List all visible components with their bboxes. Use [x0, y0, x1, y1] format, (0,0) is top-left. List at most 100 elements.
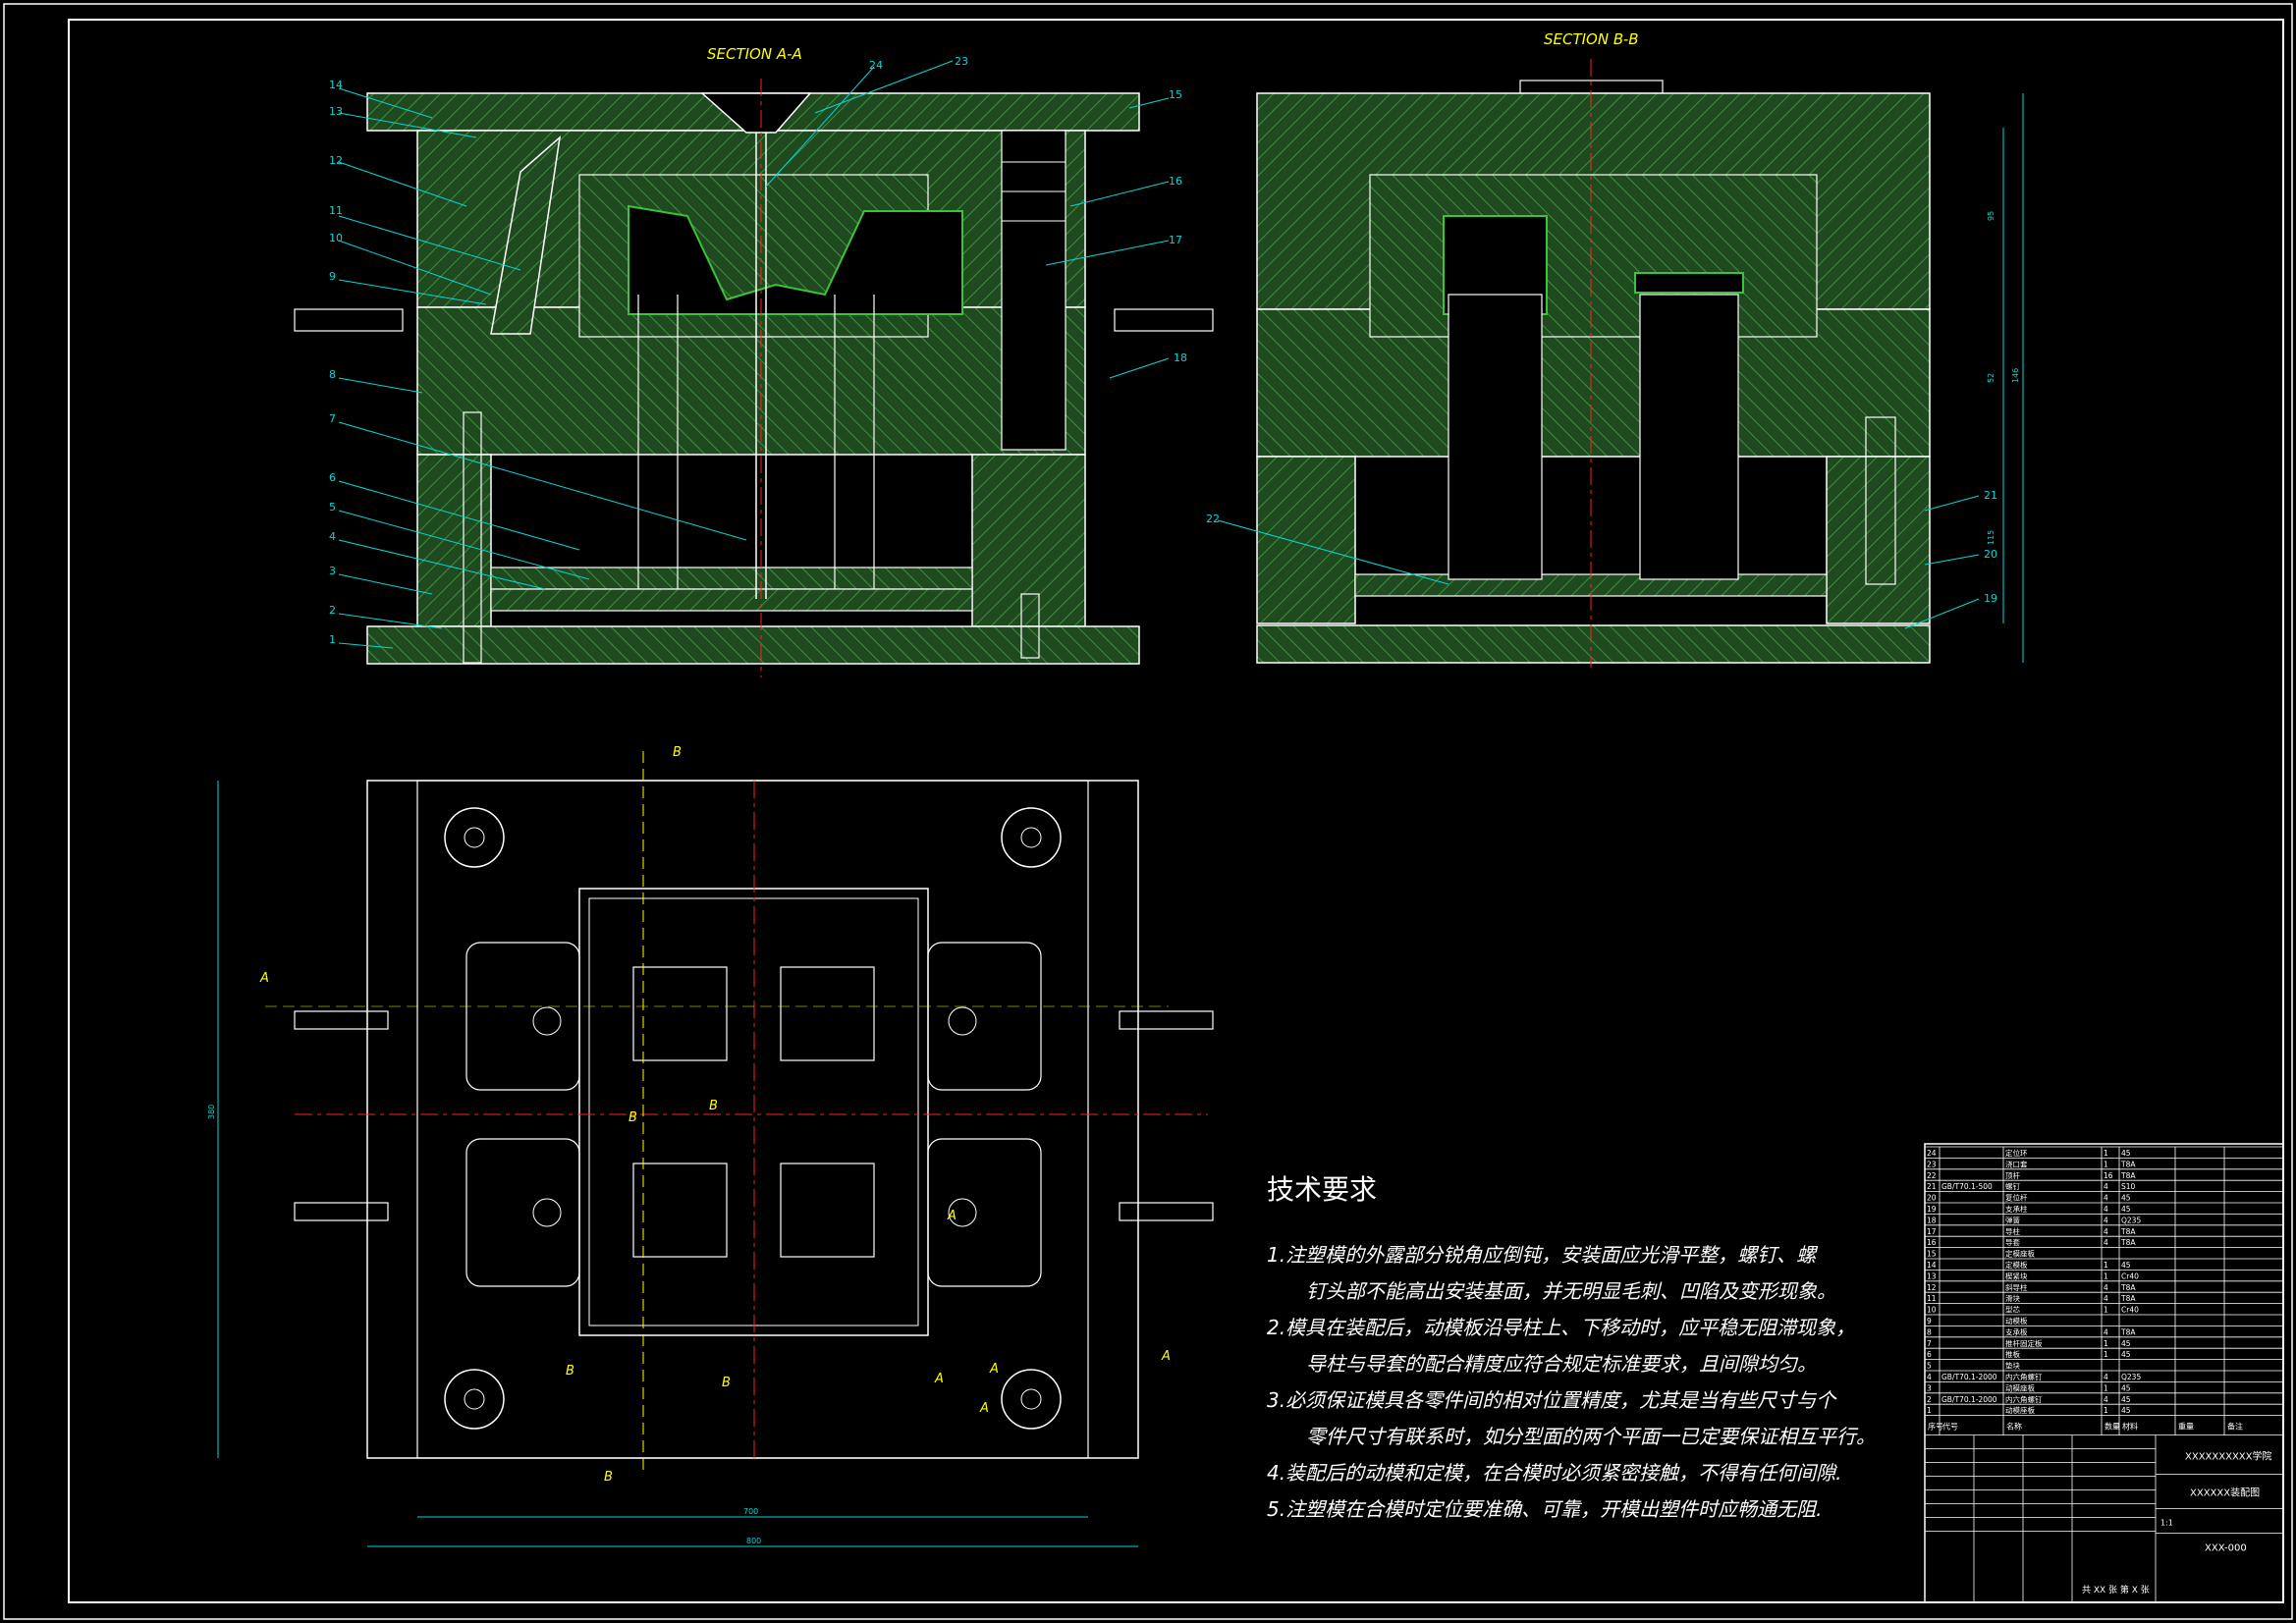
- bom-mat: 45: [2121, 1149, 2131, 1158]
- dim-115: 115: [1987, 530, 1995, 545]
- marker-b-4: B: [566, 1364, 574, 1379]
- bom-no: 8: [1927, 1327, 1932, 1336]
- inner-border: [68, 19, 2284, 1603]
- technical-requirements: 技术要求 1.注塑模的外露部分锐角应倒钝，安装面应光滑平整，螺钉、螺钉头部不能高…: [1267, 1168, 1876, 1528]
- callout-4: 4: [329, 530, 336, 543]
- section-b-callouts: 22 21 20 19 95 52 146 115: [1206, 211, 2020, 605]
- section-a-view: SECTION A-A: [294, 45, 1214, 677]
- bom-mat: 45: [2121, 1383, 2131, 1392]
- bom-name: 定位环: [2005, 1148, 2028, 1158]
- bom-mat: Q235: [2121, 1373, 2141, 1381]
- callout-23: 23: [955, 55, 968, 68]
- bom-qty: 1: [2104, 1271, 2108, 1280]
- note-line: 2.模具在装配后，动模板沿导柱上、下移动时，应平稳无阻滞现象，: [1267, 1316, 1856, 1339]
- bom-mat: T8A: [2120, 1294, 2136, 1303]
- bom-qty: 4: [2104, 1182, 2108, 1191]
- marker-a-2: A: [947, 1209, 957, 1223]
- plan-view: [217, 751, 1214, 1547]
- bom-qty: 1: [2104, 1261, 2108, 1270]
- bom-mat: 45: [2121, 1194, 2131, 1203]
- dim-146: 146: [2011, 368, 2020, 383]
- bom-qty: 16: [2104, 1171, 2113, 1180]
- bom-no: 23: [1927, 1160, 1937, 1168]
- bom-qty: 1: [2104, 1149, 2108, 1158]
- bom-qty: 1: [2104, 1406, 2108, 1415]
- callout-9: 9: [329, 270, 336, 283]
- title-school: XXXXXXXXXX学院: [2185, 1450, 2272, 1463]
- bom-mat: T8A: [2120, 1160, 2136, 1168]
- bom-mat: 45: [2121, 1406, 2131, 1415]
- note-line: 导柱与导套的配合精度应符合规定标准要求，且间隙均匀。: [1306, 1352, 1817, 1376]
- bom-name: 动模座板: [2005, 1382, 2035, 1392]
- bom-no: 6: [1927, 1350, 1932, 1359]
- plan-markers: A A B B B B B B A A A A: [259, 745, 1171, 1485]
- bom-name: 导柱: [2005, 1226, 2021, 1236]
- bom-name: 支承柱: [2005, 1204, 2028, 1214]
- bom-mat: 45: [2121, 1350, 2131, 1359]
- callout-18: 18: [1174, 352, 1187, 364]
- bom-no: 17: [1927, 1227, 1937, 1236]
- callout-20: 20: [1984, 548, 1997, 561]
- bom-no: 18: [1927, 1216, 1937, 1224]
- bom-mat: T8A: [2120, 1283, 2136, 1292]
- bom-no: 20: [1927, 1194, 1937, 1203]
- note-line: 3.必须保证模具各零件间的相对位置精度，尤其是当有些尺寸与个: [1267, 1388, 1836, 1412]
- note-line: 1.注塑模的外露部分锐角应倒钝，安装面应光滑平整，螺钉、螺: [1267, 1243, 1817, 1267]
- callout-14: 14: [329, 79, 343, 91]
- bom-no: 15: [1927, 1250, 1937, 1259]
- bom-name: 推板: [2005, 1349, 2021, 1359]
- bom-name: 动模板: [2005, 1316, 2028, 1325]
- bom-qty: 1: [2104, 1383, 2108, 1392]
- callout-2: 2: [329, 604, 336, 617]
- bom-mat: 45: [2121, 1339, 2131, 1348]
- callout-11: 11: [329, 204, 343, 217]
- title-sheet: 共 XX 张 第 X 张: [2082, 1584, 2150, 1596]
- bom-no: 3: [1927, 1383, 1932, 1392]
- callout-7: 7: [329, 412, 336, 425]
- bom-name: 顶杆: [2005, 1170, 2021, 1180]
- callout-15: 15: [1169, 88, 1182, 101]
- bom-qty: 1: [2104, 1339, 2108, 1348]
- dim-52: 52: [1987, 373, 1995, 383]
- bom-code: GB/T70.1-2000: [1941, 1373, 1997, 1381]
- marker-b-3: B: [709, 1099, 718, 1113]
- bom-mat: 45: [2121, 1261, 2131, 1270]
- marker-b-5: B: [722, 1376, 731, 1390]
- bom-qty: 4: [2104, 1205, 2108, 1214]
- bom-name: 内六角螺钉: [2005, 1372, 2043, 1381]
- callout-12: 12: [329, 154, 343, 167]
- callout-22: 22: [1206, 513, 1220, 525]
- bom-no: 4: [1927, 1373, 1932, 1381]
- callout-8: 8: [329, 368, 336, 381]
- bom-name: 垫块: [2005, 1361, 2021, 1371]
- bom-header-cell: 数量: [2105, 1422, 2120, 1432]
- section-a-title: SECTION A-A: [707, 45, 802, 63]
- marker-a-5: A: [979, 1401, 989, 1416]
- bom-name: 楔紧块: [2005, 1271, 2028, 1280]
- bom-header-cell: 重量: [2178, 1422, 2194, 1432]
- bom-qty: 4: [2104, 1283, 2108, 1292]
- bom-no: 5: [1927, 1362, 1932, 1371]
- plan-dims: 800 700 380: [207, 1105, 761, 1545]
- bom-no: 13: [1927, 1271, 1937, 1280]
- bom-name: 弹簧: [2005, 1215, 2021, 1224]
- section-a-callouts: 14 13 12 11 10 9 8 7 6 5 4 3 2 1 24 23 1…: [329, 55, 1187, 646]
- bom-name: 导套: [2005, 1237, 2021, 1247]
- bom-mat: 45: [2121, 1395, 2131, 1404]
- bom-name: 浇口套: [2005, 1159, 2028, 1168]
- bom-name: 支承板: [2005, 1326, 2028, 1336]
- callout-16: 16: [1169, 175, 1182, 188]
- callout-24: 24: [869, 59, 883, 72]
- bom-mat: Cr40: [2121, 1271, 2139, 1280]
- bom-name: 定模板: [2005, 1260, 2028, 1270]
- title-drawing: XXXXXX装配图: [2190, 1487, 2260, 1499]
- bom-no: 11: [1927, 1294, 1937, 1303]
- bom-qty: 1: [2104, 1160, 2108, 1168]
- callout-3: 3: [329, 565, 336, 577]
- bom-no: 10: [1927, 1306, 1937, 1315]
- bom-no: 21: [1927, 1182, 1937, 1191]
- bom-no: 19: [1927, 1205, 1937, 1214]
- bom-name: 复位杆: [2005, 1193, 2028, 1203]
- marker-a-4: A: [989, 1362, 999, 1377]
